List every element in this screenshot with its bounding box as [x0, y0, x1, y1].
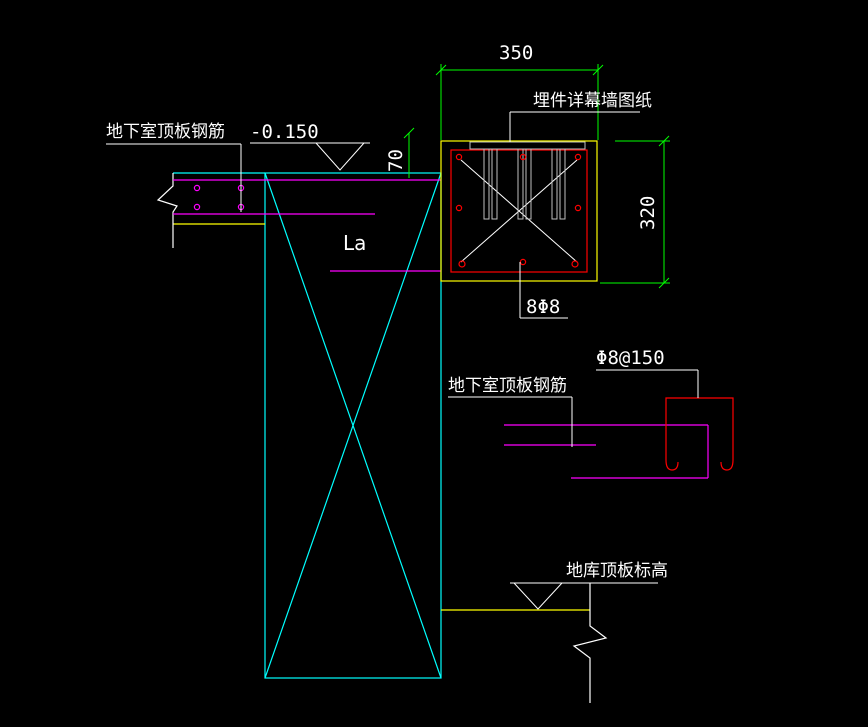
dim-beam-height [600, 135, 670, 289]
stirrup-spec-label: Φ8@150 [596, 347, 665, 369]
elevation-marker [250, 142, 370, 171]
garage-roof-elevation-label: 地库顶板标高 [566, 561, 668, 581]
top-slab-rebar-label: 地下室顶板钢筋 [106, 122, 225, 142]
garage-roof-slab [441, 583, 608, 703]
dim-beam-width-value: 350 [499, 42, 533, 64]
embed-note-leader [509, 111, 640, 142]
main-bars-leader [519, 262, 568, 319]
dim-embed-offset-value: 70 [385, 149, 407, 172]
anchorage-label: La [343, 231, 366, 255]
dim-beam-height-value: 320 [637, 196, 659, 230]
left-slab [156, 172, 441, 248]
dim-embed-offset [403, 127, 415, 178]
embed-note-label: 埋件详幕墙图纸 [533, 91, 652, 111]
column-outline [264, 172, 442, 679]
garage-elevation-marker [510, 582, 658, 610]
beam-section [440, 140, 598, 282]
main-bars-label: 8Φ8 [526, 296, 560, 318]
elevation-label: -0.150 [250, 121, 319, 143]
side-slab-rebar-leader [448, 396, 573, 447]
side-slab-rebar-label: 地下室顶板钢筋 [448, 376, 567, 396]
top-slab-rebar-leader [106, 143, 242, 212]
dim-beam-width [435, 64, 604, 140]
stirrup-detail [504, 397, 734, 479]
stirrup-spec-leader [596, 369, 699, 398]
